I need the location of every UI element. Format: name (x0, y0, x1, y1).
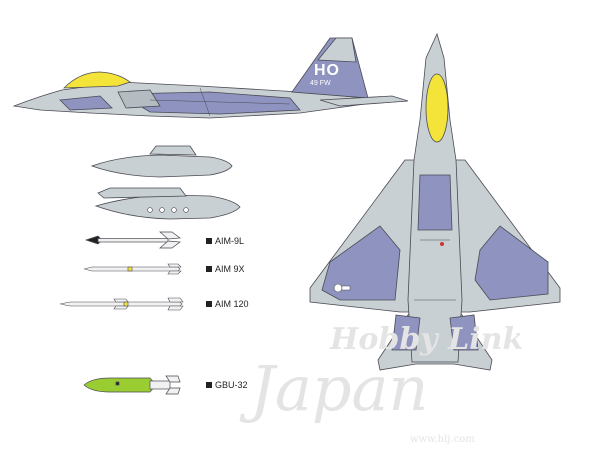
weapon-label-text: AIM 120 (215, 299, 249, 309)
bullet-square-icon (206, 266, 212, 272)
side-view-aircraft (12, 37, 409, 119)
top-canopy (425, 73, 449, 143)
weapon-label-text: AIM-9L (215, 236, 245, 246)
roundel-icon (333, 283, 351, 293)
side-canopy (62, 71, 131, 89)
missile-aim-120 (59, 297, 184, 311)
fuel-tank-2 (94, 187, 241, 220)
bomb-gbu-32 (83, 375, 181, 395)
tail-code: HO (314, 62, 340, 79)
bullet-square-icon (206, 382, 212, 388)
tail-unit: 49 FW (310, 80, 331, 87)
weapon-label-aim-9l: AIM-9L (206, 236, 244, 246)
weapon-label-aim-9x: AIM 9X (206, 264, 245, 274)
top-view-aircraft (309, 32, 561, 371)
bullet-square-icon (206, 238, 212, 244)
missile-aim-9l (84, 231, 181, 249)
missile-aim-9x (83, 263, 182, 275)
bullet-square-icon (206, 301, 212, 307)
weapon-label-aim-120: AIM 120 (206, 299, 249, 309)
weapon-label-text: GBU-32 (215, 380, 248, 390)
fuel-tank-1 (90, 145, 233, 178)
roundel-red-dot (440, 242, 444, 246)
weapon-label-text: AIM 9X (215, 264, 245, 274)
weapon-label-gbu-32: GBU-32 (206, 380, 248, 390)
